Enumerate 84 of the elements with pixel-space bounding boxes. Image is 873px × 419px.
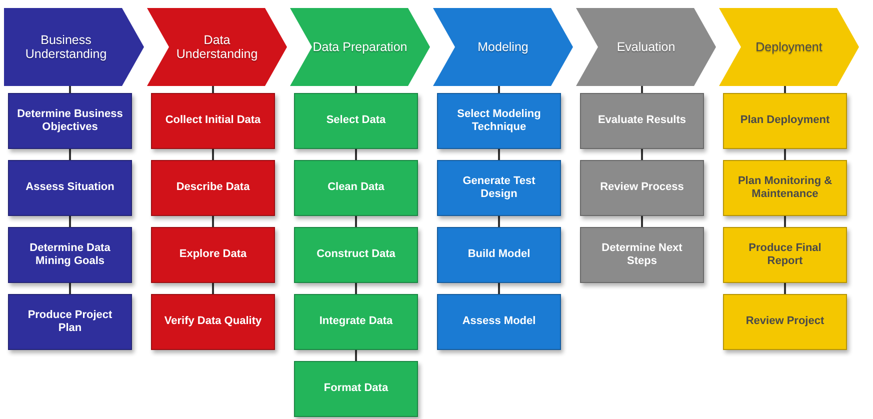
- connector-line: [355, 86, 357, 93]
- task-label: Clean Data: [328, 181, 384, 195]
- task-label: Construct Data: [316, 248, 396, 262]
- task-box: [151, 160, 275, 216]
- connector-line: [498, 86, 500, 93]
- task-box: [580, 160, 704, 216]
- task-box: [437, 93, 561, 149]
- phase-label: Evaluation: [616, 40, 676, 54]
- task-box: [294, 294, 418, 350]
- task-box: [437, 227, 561, 283]
- connector-line: [784, 86, 786, 93]
- task-label: Plan Monitoring & Maintenance: [736, 174, 834, 202]
- phase-banner: [433, 8, 573, 86]
- task-label: Review Project: [746, 315, 824, 329]
- phase-label: Modeling: [478, 40, 528, 54]
- task-box: [723, 227, 847, 283]
- task-box: [723, 294, 847, 350]
- connector-line: [212, 86, 214, 93]
- task-label: Format Data: [324, 382, 388, 396]
- connector-line: [69, 216, 71, 227]
- task-box: [151, 227, 275, 283]
- phase-banner: [290, 8, 430, 86]
- phase-banner: [4, 8, 144, 86]
- task-label: Build Model: [468, 248, 530, 262]
- task-label: Review Process: [600, 181, 684, 195]
- task-box: [723, 160, 847, 216]
- task-box: [8, 160, 132, 216]
- task-label: Explore Data: [179, 248, 247, 262]
- connector-line: [355, 216, 357, 227]
- connector-line: [784, 149, 786, 160]
- task-box: [294, 227, 418, 283]
- task-label: Integrate Data: [319, 315, 393, 329]
- task-label: Determine Business Objectives: [16, 108, 124, 134]
- task-label: Evaluate Results: [598, 114, 686, 128]
- task-box: [723, 93, 847, 149]
- connector-line: [69, 149, 71, 160]
- connector-line: [498, 216, 500, 227]
- task-label: Plan Deployment: [740, 114, 830, 128]
- task-box: [437, 294, 561, 350]
- connector-line: [641, 149, 643, 160]
- task-label: Assess Situation: [26, 181, 114, 195]
- connector-line: [641, 216, 643, 227]
- task-box: [8, 93, 132, 149]
- task-box: [151, 294, 275, 350]
- phase-label: Data Preparation: [312, 40, 408, 54]
- task-label: Assess Model: [462, 315, 536, 329]
- phase-label: Data Understanding: [175, 32, 259, 62]
- connector-line: [212, 149, 214, 160]
- connector-line: [498, 283, 500, 294]
- task-label: Select Modeling Technique: [456, 108, 542, 134]
- connector-line: [212, 216, 214, 227]
- task-label: Verify Data Quality: [164, 315, 262, 329]
- phase-banner: [576, 8, 716, 86]
- task-label: Generate Test Design: [462, 174, 536, 202]
- phase-label: Business Understanding: [24, 32, 108, 62]
- connector-line: [355, 350, 357, 361]
- connector-line: [355, 149, 357, 160]
- task-label: Collect Initial Data: [165, 114, 261, 128]
- task-label: Select Data: [326, 114, 386, 128]
- task-box: [151, 93, 275, 149]
- task-box: [8, 294, 132, 350]
- task-box: [294, 361, 418, 417]
- connector-line: [498, 149, 500, 160]
- task-label: Determine Next Steps: [600, 242, 684, 268]
- phase-banner: [147, 8, 287, 86]
- task-label: Describe Data: [176, 181, 250, 195]
- task-label: Produce Project Plan: [26, 308, 114, 336]
- task-label: Produce Final Report: [748, 242, 822, 268]
- connector-line: [355, 283, 357, 294]
- connector-line: [784, 283, 786, 294]
- task-label: Determine Data Mining Goals: [28, 242, 112, 268]
- phase-banner: [719, 8, 859, 86]
- task-box: [580, 93, 704, 149]
- connector-line: [69, 86, 71, 93]
- task-box: [437, 160, 561, 216]
- connector-line: [784, 216, 786, 227]
- phase-label: Deployment: [756, 40, 822, 54]
- connector-line: [69, 283, 71, 294]
- task-box: [8, 227, 132, 283]
- task-box: [294, 160, 418, 216]
- connector-line: [641, 86, 643, 93]
- task-box: [294, 93, 418, 149]
- connector-line: [212, 283, 214, 294]
- task-box: [580, 227, 704, 283]
